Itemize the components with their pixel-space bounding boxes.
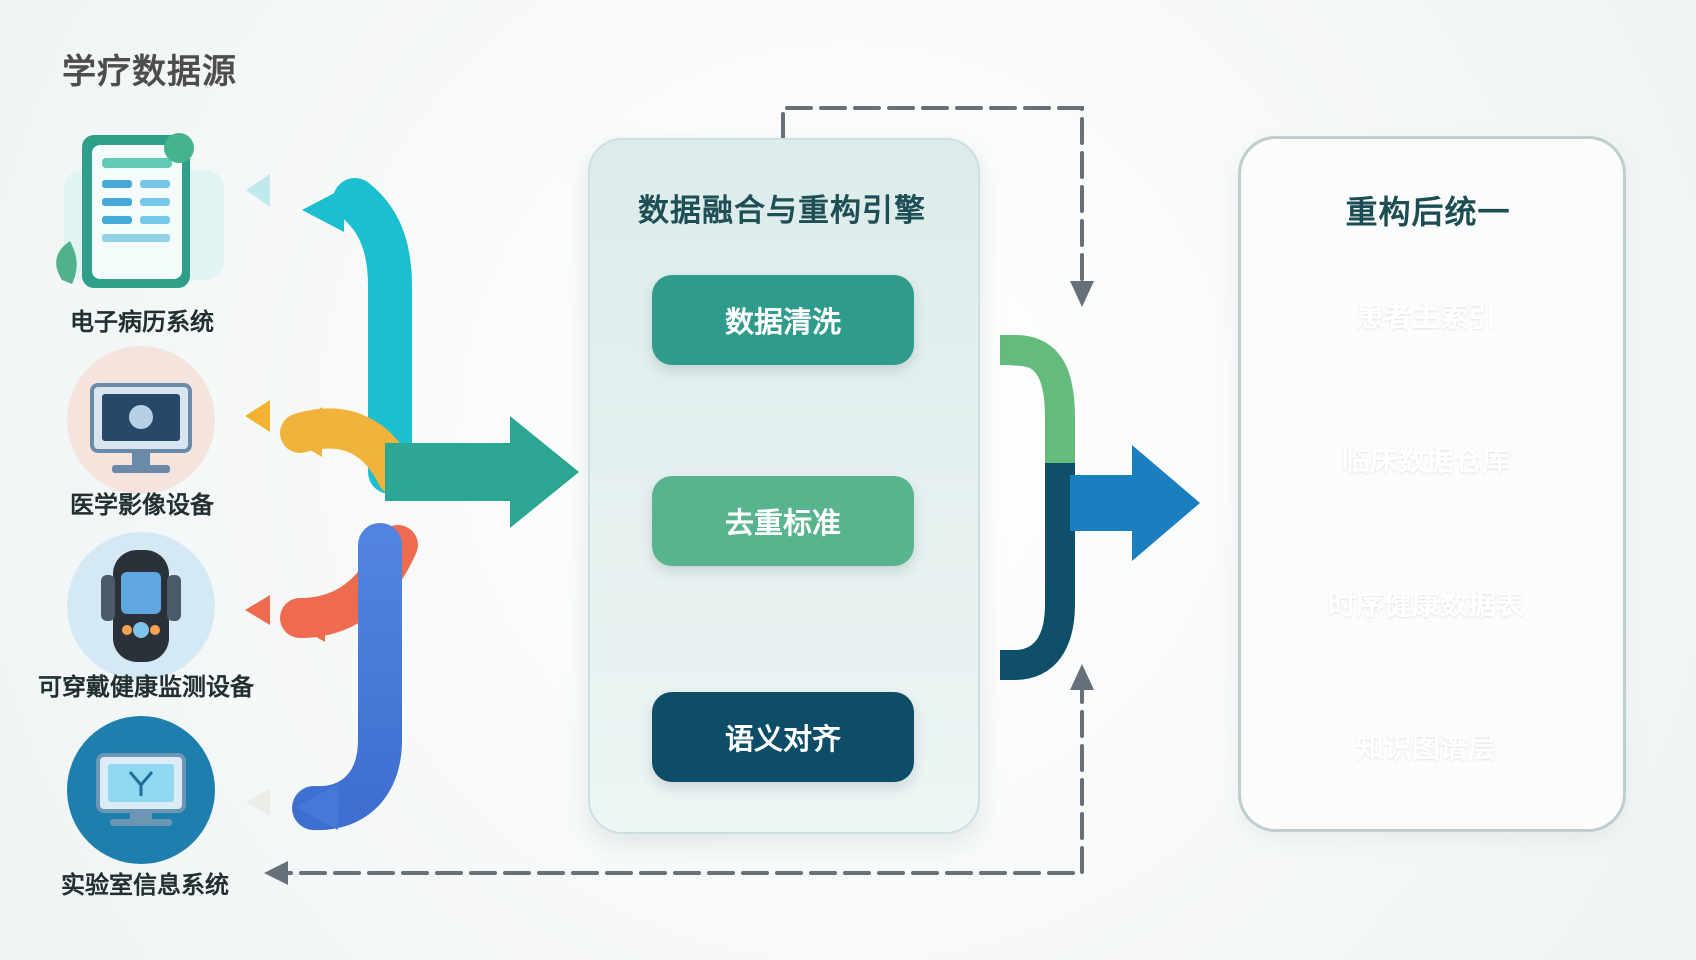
source-label-emr: 电子病历系统: [70, 308, 214, 336]
lab-computer-icon: [67, 716, 215, 864]
source-label-imaging: 医学影像设备: [70, 491, 214, 519]
source-pointers: [245, 174, 270, 816]
engine-title: 数据融合与重构引擎: [638, 193, 926, 229]
layer-label-patient-index: 患者主索引: [1355, 300, 1496, 333]
engine-step-label: 去重标准: [724, 506, 841, 540]
document-tablet-icon: [56, 133, 224, 288]
source-section-title: 学疗数据源: [62, 52, 237, 92]
engine-step-deduplication: 去重标准: [652, 476, 914, 566]
feedback-loop: [264, 106, 1094, 885]
medical-monitor-icon: [67, 346, 215, 494]
layer-label-knowledge-graph: 知识图谱层: [1355, 731, 1496, 764]
merge-flow: [280, 178, 579, 831]
engine-step-label: 数据清洗: [724, 305, 841, 339]
engine-step-label: 语义对齐: [724, 722, 841, 756]
engine-step-data-cleaning: 数据清洗: [652, 275, 914, 365]
unified-panel: [1238, 136, 1626, 832]
layer-label-clinical-warehouse: 临床数据仓库: [1341, 444, 1510, 477]
source-icons: [56, 133, 224, 864]
source-label-lis: 实验室信息系统: [61, 871, 229, 899]
source-label-wearable: 可穿戴健康监测设备: [38, 673, 254, 701]
output-flow: [999, 334, 1200, 681]
wearable-device-icon: [67, 532, 215, 680]
engine-step-semantic-alignment: 语义对齐: [652, 692, 914, 782]
unified-title: 重构后统一: [1345, 193, 1511, 231]
layer-label-timeseries-table: 时序健康数据表: [1327, 588, 1524, 621]
